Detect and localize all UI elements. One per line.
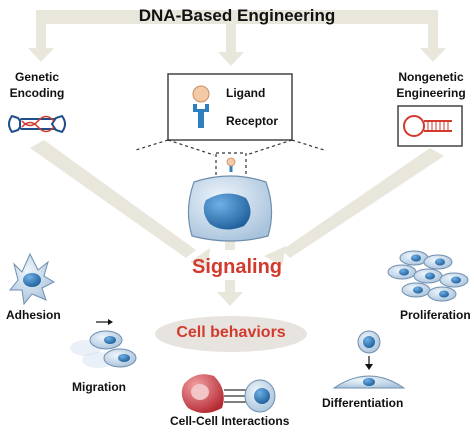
inset-frame (167, 73, 293, 141)
converging-arrows (30, 140, 444, 306)
cell-behaviors-ellipse (155, 316, 307, 352)
ligand-receptor-inset (167, 73, 293, 141)
hairpin-icon (397, 105, 463, 147)
proliferation-cells (387, 250, 469, 302)
migration-label: Migration (72, 380, 126, 394)
receptor-label: Receptor (226, 114, 279, 128)
proliferation-label: Proliferation (400, 308, 471, 322)
cell-behaviors-label: Cell behaviors (176, 324, 286, 341)
top-bracket-arrows (28, 10, 446, 66)
central-cell (187, 157, 273, 242)
nongenetic-engineering-label-line1: Nongenetic (398, 70, 464, 84)
central-ligand-icon (226, 157, 236, 167)
differentiation-cells (332, 330, 406, 389)
wrench-dna-icon (8, 114, 66, 134)
differentiation-label: Differentiation (322, 396, 404, 410)
zoom-lines (135, 139, 325, 180)
diagram-title: DNA-Based Engineering (138, 6, 336, 25)
adhesion-label: Adhesion (6, 308, 61, 322)
ligand-icon (192, 85, 210, 103)
genetic-encoding-label-line1: Genetic (14, 70, 59, 84)
signaling-label: Signaling (192, 256, 282, 278)
receptor-icon (193, 104, 209, 128)
nongenetic-engineering-label-line2: Engineering (396, 86, 466, 100)
genetic-encoding-label-line2: Encoding (9, 86, 65, 100)
migration-cells (70, 319, 137, 368)
adhesion-cell (8, 252, 56, 306)
central-nucleus (203, 193, 251, 230)
cell-cell-interaction (181, 374, 276, 413)
cell-cell-interactions-label: Cell-Cell Interactions (170, 414, 290, 428)
ligand-label: Ligand (226, 86, 266, 100)
